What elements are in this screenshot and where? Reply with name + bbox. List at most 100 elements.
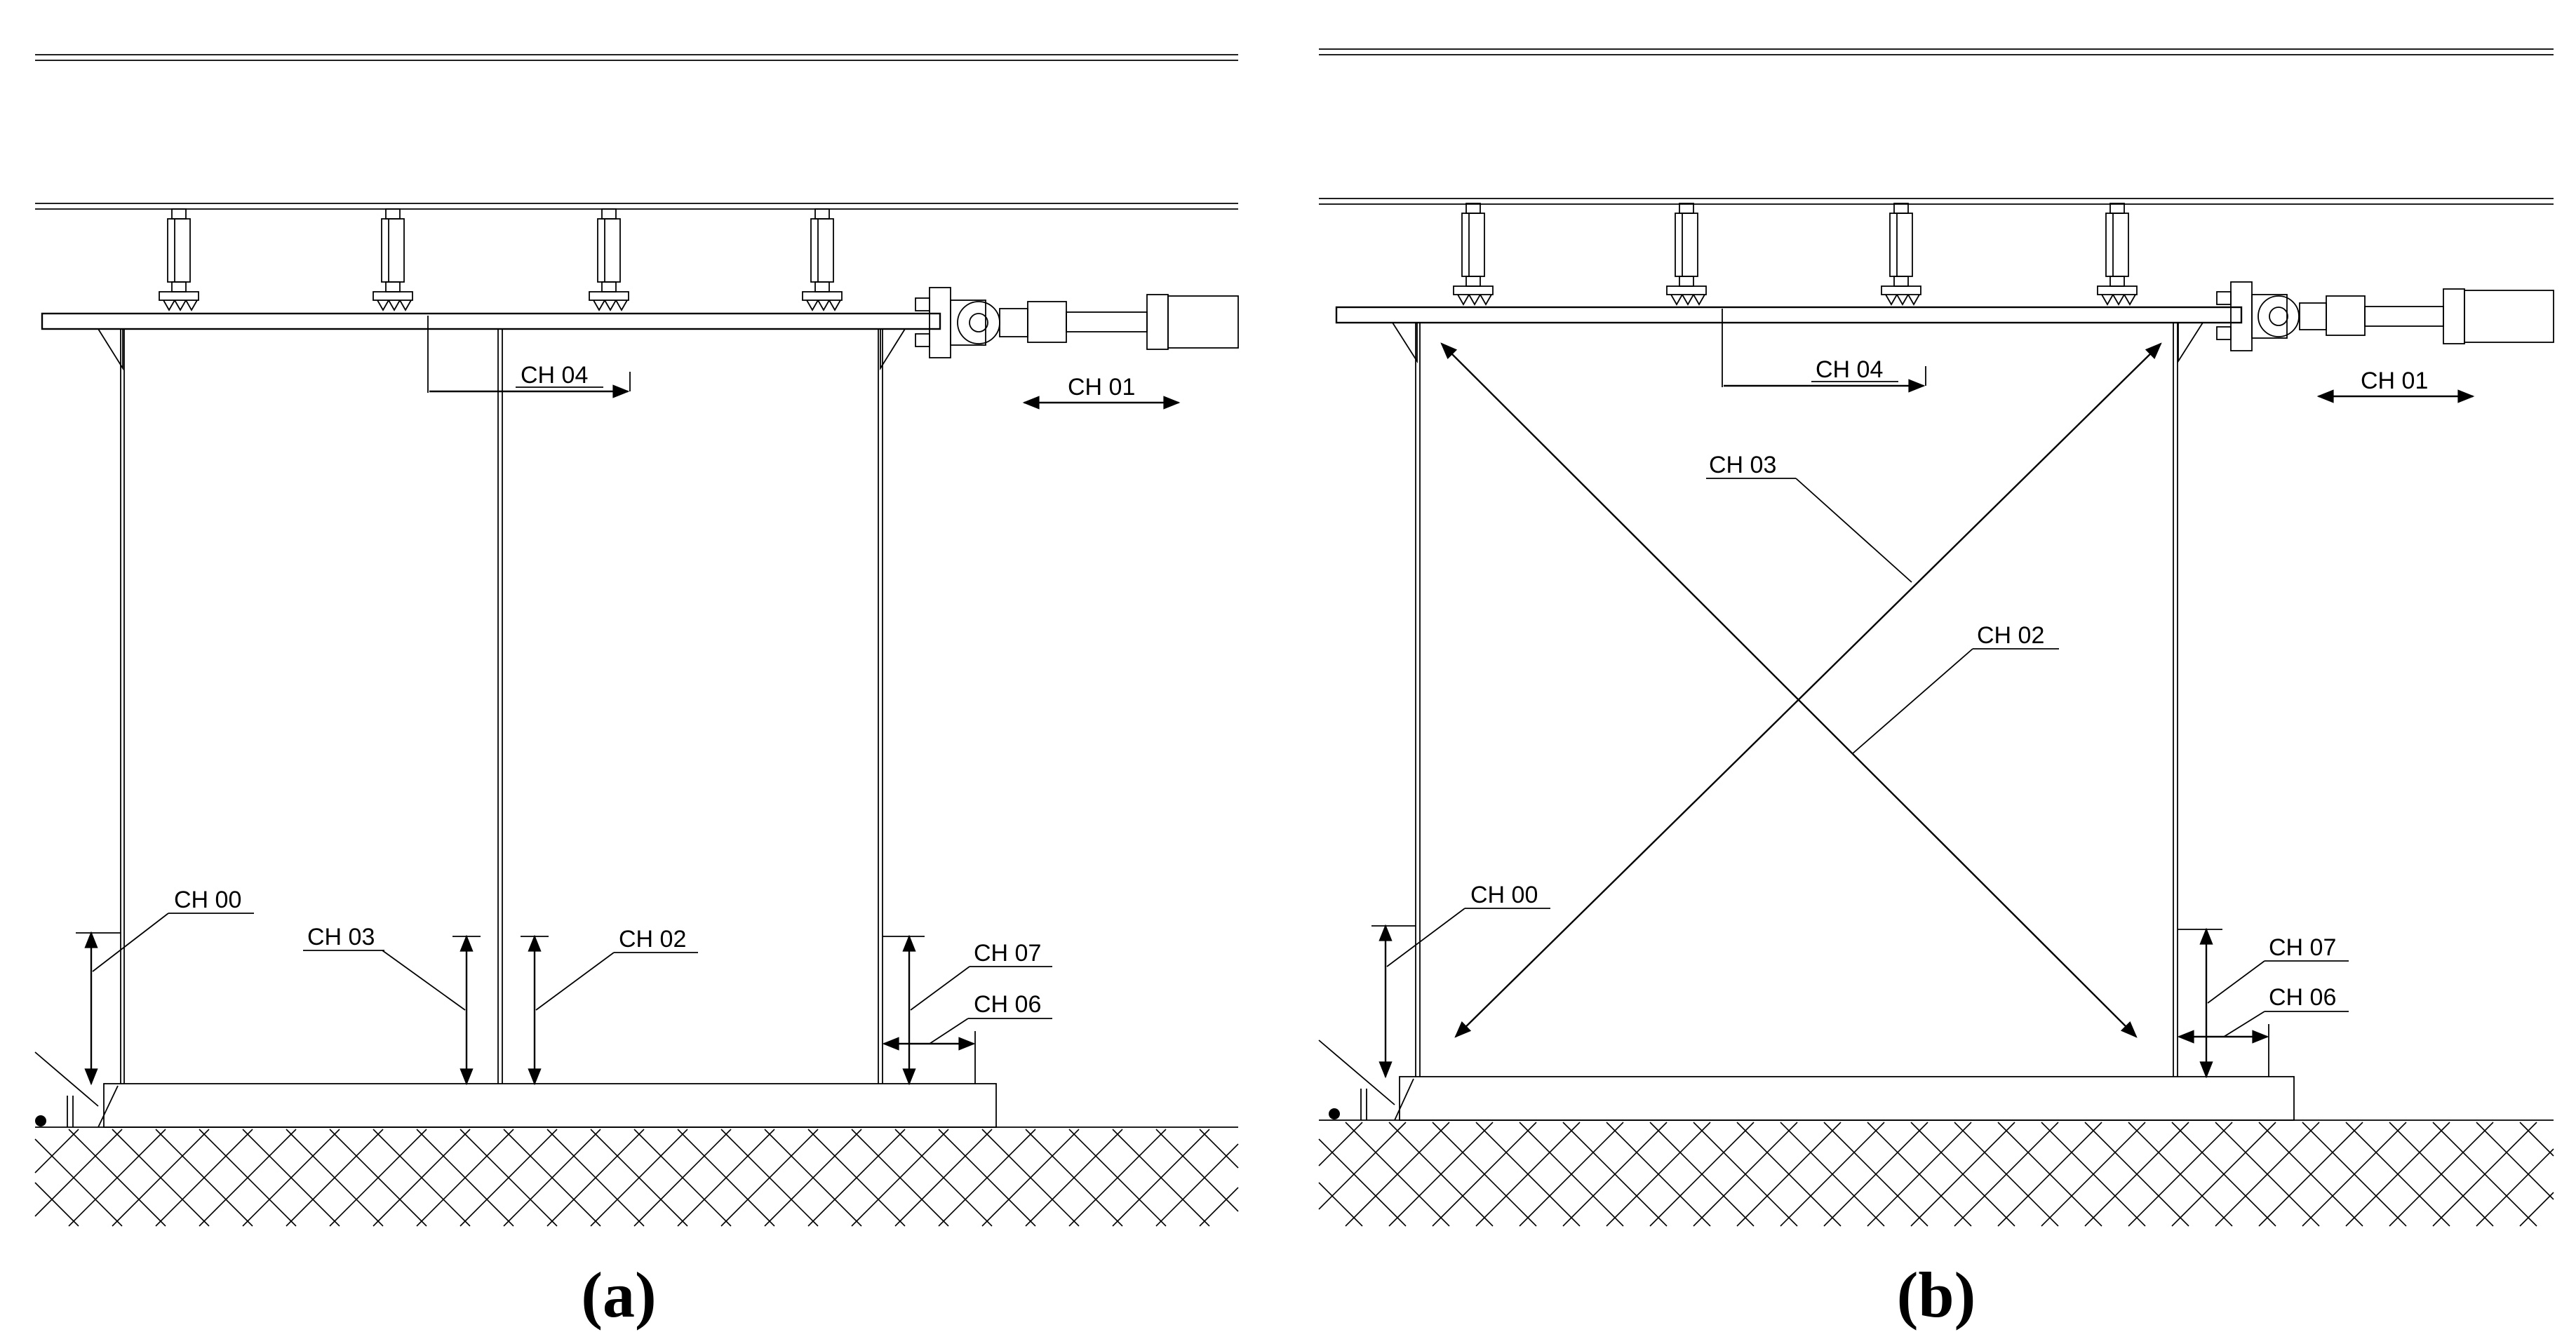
hatch-line <box>503 1129 601 1227</box>
ch06-leader <box>2223 1011 2265 1037</box>
hatch-line <box>1997 1122 2102 1227</box>
hatch-line <box>1867 1122 1972 1227</box>
hatch-line <box>2258 1122 2363 1227</box>
hatch-line <box>590 1129 688 1227</box>
hatch-line <box>1155 1143 1239 1227</box>
label-ch04: CH 04 <box>1816 356 1883 383</box>
ch06-leader <box>929 1018 969 1044</box>
ch07-leader <box>2207 960 2265 1004</box>
hatch-line <box>34 1182 79 1227</box>
hatch-line <box>807 1129 906 1227</box>
hatch-line <box>286 1129 384 1227</box>
anchor-dot <box>1329 1108 1340 1119</box>
hatch-line <box>764 1129 862 1227</box>
diagonal-ch03 <box>1440 342 2138 1038</box>
label-ch03: CH 03 <box>1709 452 1776 478</box>
top-beam-lines <box>35 54 1238 210</box>
wall-panels <box>1415 323 2178 1077</box>
label-ch06: CH 06 <box>974 991 1041 1018</box>
hatch-line <box>2041 1122 2146 1227</box>
horizontal-actuator <box>2216 281 2554 351</box>
hatch-line <box>1780 1122 1885 1227</box>
hatch-line <box>1736 1122 1842 1227</box>
ground-hatch <box>34 1129 1239 1227</box>
hatch-line <box>2519 1122 2554 1157</box>
hatch-line <box>1199 1187 1239 1227</box>
jack-4 <box>802 208 843 311</box>
anchor-dot <box>35 1115 46 1126</box>
base-angle <box>1394 1078 1414 1121</box>
hatch-line <box>459 1129 558 1227</box>
hatch-line <box>720 1129 819 1227</box>
jack-1 <box>159 208 199 311</box>
left-anchor <box>34 1051 99 1127</box>
label-ch02: CH 02 <box>619 926 686 953</box>
panel-a: CH 04 CH 01 CH 00 CH 03 CH 02 CH 07 <box>34 54 1239 1331</box>
hatch-line <box>1432 1122 1537 1227</box>
panel-b: CH 04 CH 01 CH 03 CH 02 CH 00 CH 07 CH 0… <box>1318 48 2554 1331</box>
label-ch02: CH 02 <box>1977 622 2044 649</box>
ch03-leader <box>382 950 466 1011</box>
hatch-line <box>1318 1122 1363 1166</box>
hatch-line <box>1475 1122 1581 1227</box>
ch07-leader <box>910 966 970 1011</box>
jack-3 <box>1881 203 1921 306</box>
hatch-line <box>1199 1129 1239 1169</box>
diagonal-ch02 <box>1454 342 2162 1038</box>
hatch-line <box>2128 1122 2233 1227</box>
hatch-line <box>1562 1122 1668 1227</box>
hatch-line <box>938 1129 1036 1227</box>
horizontal-actuator <box>915 287 1239 358</box>
base-beam <box>103 1083 997 1128</box>
hatch-line <box>34 1138 123 1227</box>
jack-supports <box>1453 203 2138 306</box>
hatch-line <box>2476 1122 2554 1200</box>
right-gusset <box>880 328 906 371</box>
jack-supports <box>159 208 843 311</box>
left-gusset <box>97 328 123 371</box>
hatch-line <box>155 1129 253 1227</box>
hatch-line <box>2389 1122 2494 1227</box>
ground-hatch <box>1318 1122 2554 1227</box>
label-ch03: CH 03 <box>307 924 375 950</box>
hatch-line <box>2476 1148 2554 1227</box>
hatch-line <box>2084 1122 2189 1227</box>
hatch-line <box>1318 1138 1407 1227</box>
ch03-leader <box>1795 478 1912 583</box>
hatch-line <box>1649 1122 1755 1227</box>
hatch-line <box>1318 1122 1407 1210</box>
top-plate <box>1335 306 2243 324</box>
caption-b: (b) <box>1897 1259 1975 1331</box>
label-ch01: CH 01 <box>2361 368 2428 394</box>
jack-2 <box>373 208 413 311</box>
label-ch07: CH 07 <box>974 940 1041 967</box>
hatch-line <box>1318 1182 1363 1227</box>
right-gusset <box>2178 322 2204 364</box>
hatch-line <box>981 1129 1080 1227</box>
hatch-line <box>68 1129 166 1227</box>
hatch-line <box>373 1129 471 1227</box>
jack-4 <box>2097 203 2138 306</box>
hatch-line <box>633 1129 732 1227</box>
hatch-line <box>34 1129 79 1173</box>
hatch-line <box>1606 1122 1711 1227</box>
hatch-line <box>1693 1122 1798 1227</box>
hatch-line <box>34 1129 123 1217</box>
hatch-line <box>2519 1192 2554 1227</box>
hatch-line <box>546 1129 645 1227</box>
base-angle <box>98 1085 119 1128</box>
hatch-line <box>2171 1122 2276 1227</box>
jack-2 <box>1666 203 1707 306</box>
jack-1 <box>1453 203 1494 306</box>
hatch-line <box>112 1129 210 1227</box>
hatch-line <box>677 1129 775 1227</box>
hatch-line <box>1954 1122 2059 1227</box>
hatch-line <box>199 1129 297 1227</box>
hatch-line <box>1155 1129 1239 1212</box>
hatch-line <box>1068 1129 1167 1227</box>
left-gusset <box>1391 322 1418 364</box>
hatch-line <box>2432 1122 2537 1227</box>
top-plate <box>41 312 941 330</box>
